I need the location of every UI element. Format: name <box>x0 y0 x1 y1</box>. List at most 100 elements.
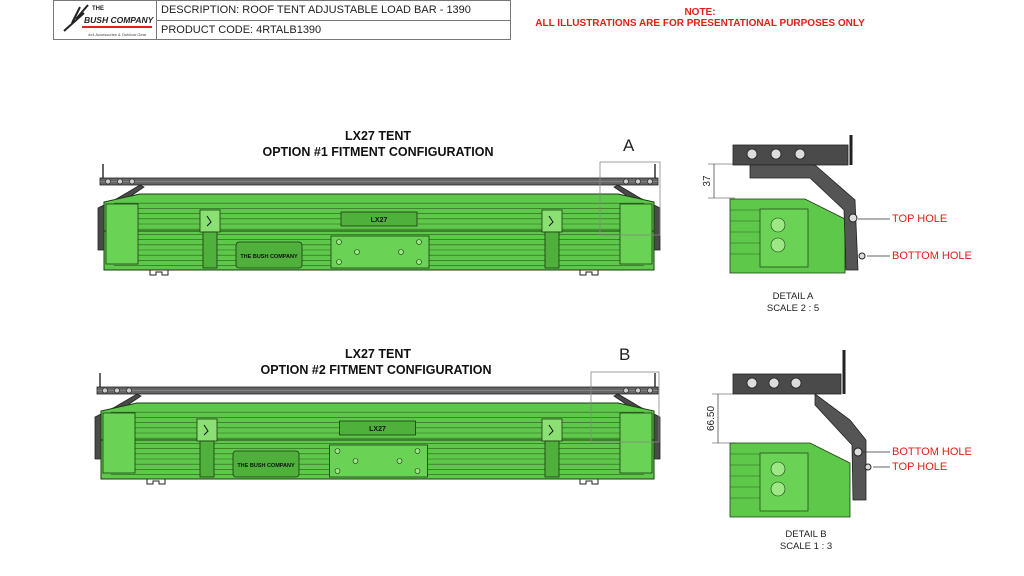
plate-bolt <box>354 249 360 255</box>
bolt <box>746 377 758 389</box>
bolt <box>117 178 123 185</box>
bolt <box>770 148 782 160</box>
hole-bolt <box>848 213 858 223</box>
plate-bolt <box>398 249 404 255</box>
mounting-foot <box>579 479 599 485</box>
center-mount-plate <box>329 444 428 478</box>
hinge-leg <box>202 231 218 269</box>
bolt <box>102 387 108 394</box>
mounting-foot <box>149 270 169 276</box>
slot-hole <box>770 481 786 497</box>
end-cap <box>759 208 809 268</box>
end-cap-right <box>619 412 653 474</box>
detail-b-view: 66.50 <box>706 350 890 518</box>
name-plate-label: LX27 <box>371 217 388 224</box>
plate-bolt <box>414 448 421 454</box>
hole-bolt <box>858 252 866 260</box>
bolt <box>623 387 629 394</box>
logo-badge-text: THE BUSH COMPANY <box>240 254 298 260</box>
bracket-arm <box>814 393 867 501</box>
detail-a-view: 37 <box>702 135 890 274</box>
detail-b-bottom-hole-label: BOTTOM HOLE <box>892 446 972 458</box>
center-mount-plate <box>330 235 430 269</box>
detail-a-scale: SCALE 2 : 5 <box>766 303 820 314</box>
logo-graphic: THE BUSH COMPANY 4x4 Accessories & Outdo… <box>63 4 155 37</box>
hinge-leg <box>544 440 560 478</box>
view1-tent-title: LX27 TENT <box>345 129 411 143</box>
note-heading: NOTE: <box>684 7 716 18</box>
plate-bolt <box>352 458 359 464</box>
bolt <box>647 178 653 185</box>
detail-b-marker: B <box>619 345 631 364</box>
slot-hole <box>770 217 786 233</box>
plate-bolt <box>334 468 341 474</box>
product-code-field: PRODUCT CODE: 4RTALB1390 <box>161 24 322 36</box>
bolt <box>129 178 135 185</box>
view1-config-title: OPTION #1 FITMENT CONFIGURATION <box>262 145 494 159</box>
rail-section <box>732 373 842 395</box>
view2-tent-title: LX27 TENT <box>345 347 411 361</box>
bolt <box>635 178 641 185</box>
detail-a-top-hole-label: TOP HOLE <box>892 213 948 225</box>
plate-bolt <box>334 448 341 454</box>
mounting-foot <box>579 270 599 276</box>
detail-a-marker: A <box>623 136 635 155</box>
bolt <box>114 387 120 394</box>
bolt <box>647 387 653 394</box>
dimension-value: 37 <box>702 175 713 187</box>
logo-badge <box>232 450 300 478</box>
svg-text:BUSH COMPANY: BUSH COMPANY <box>84 15 155 25</box>
plate-bolt <box>416 239 422 245</box>
name-plate <box>339 420 416 436</box>
hinge-mark <box>206 215 212 227</box>
detail-a-name: DETAIL A <box>772 291 814 302</box>
end-cap-left <box>102 412 136 474</box>
company-logo: THE BUSH COMPANY 4x4 Accessories & Outdo… <box>54 1 157 39</box>
title-block: THE BUSH COMPANY 4x4 Accessories & Outdo… <box>53 0 511 40</box>
bolt <box>794 148 806 160</box>
end-cap-right <box>619 203 653 265</box>
bolt <box>746 148 758 160</box>
detail-b-top-hole-label: TOP HOLE <box>892 461 948 473</box>
plate-bolt <box>396 458 403 464</box>
dimension-value: 66.50 <box>706 406 717 431</box>
plate-bolt <box>336 239 342 245</box>
hinge-leg <box>544 231 560 269</box>
detail-boundary-box <box>590 371 660 443</box>
mounting-foot <box>146 479 166 485</box>
hole-bolt <box>864 463 872 471</box>
logo-badge <box>235 241 303 269</box>
hinge-mark <box>548 215 554 227</box>
svg-text:THE: THE <box>92 6 104 12</box>
bolt <box>790 377 802 389</box>
bolt <box>768 377 780 389</box>
bolt <box>635 387 641 394</box>
detail-a-bottom-hole-label: BOTTOM HOLE <box>892 250 972 262</box>
end-cap <box>759 452 809 512</box>
detail-boundary-box <box>599 161 661 236</box>
hinge-leg <box>199 440 215 478</box>
hole-bolt <box>853 447 863 457</box>
plate-bolt <box>416 259 422 265</box>
note-text: ALL ILLUSTRATIONS ARE FOR PRESENTATIONAL… <box>535 18 865 29</box>
name-plate-label: LX27 <box>369 426 386 433</box>
detail-b-name: DETAIL B <box>785 529 827 540</box>
name-plate <box>340 211 418 227</box>
bracket-arm <box>749 164 859 271</box>
hinge-mark <box>548 424 554 436</box>
bolt <box>623 178 629 185</box>
bolt <box>126 387 132 394</box>
hinge-mark <box>203 424 209 436</box>
detail-b-scale: SCALE 1 : 3 <box>779 541 833 552</box>
slot-hole <box>770 461 786 477</box>
plate-bolt <box>336 259 342 265</box>
plate-bolt <box>414 468 421 474</box>
end-cap-left <box>105 203 139 265</box>
svg-text:4x4 Accessories & Outdoor Gear: 4x4 Accessories & Outdoor Gear <box>88 32 147 37</box>
slot-hole <box>770 237 786 253</box>
logo-badge-text: THE BUSH COMPANY <box>237 463 295 469</box>
description-field: DESCRIPTION: ROOF TENT ADJUSTABLE LOAD B… <box>157 1 510 21</box>
